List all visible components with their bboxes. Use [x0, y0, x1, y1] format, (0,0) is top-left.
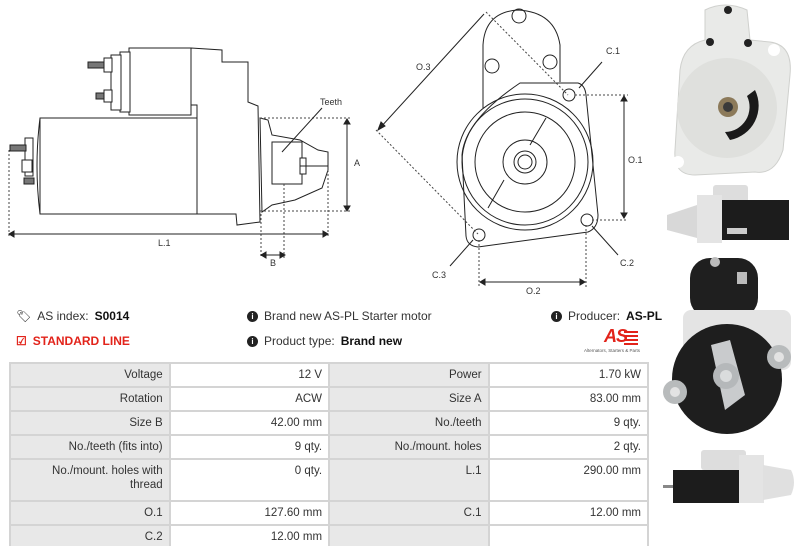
c1-label: C.1 — [606, 46, 621, 56]
standard-line-row: ☑ STANDARD LINE — [16, 334, 130, 348]
spec-value: 1.70 kW — [487, 362, 650, 388]
spec-value: 83.00 mm — [487, 386, 650, 412]
o2-label: O.2 — [526, 286, 541, 296]
info-icon: i — [247, 310, 258, 322]
front-view-drawing: O.3 C.1 O.1 C.2 C.3 O.2 — [370, 0, 660, 300]
spec-key: Power — [328, 362, 490, 388]
photo-rear-view — [663, 257, 791, 434]
table-row: C.2 12.00 mm — [9, 524, 650, 546]
spec-key — [328, 524, 490, 546]
producer-value: AS-PL — [626, 309, 663, 323]
spec-value: 127.60 mm — [168, 500, 331, 526]
photo-side-view — [667, 185, 789, 243]
spec-key: Size A — [328, 386, 490, 412]
spec-value: 12 V — [168, 362, 331, 388]
tags-icon: 🏷︎ — [16, 309, 32, 323]
spec-value: 0 qty. — [168, 458, 331, 502]
product-type-value: Brand new — [340, 334, 403, 348]
spec-value: 12.00 mm — [487, 500, 650, 526]
description-text: Brand new AS-PL Starter motor — [264, 309, 432, 323]
description-row: i Brand new AS-PL Starter motor — [247, 309, 432, 323]
c2-label: C.2 — [620, 258, 635, 268]
spec-key: No./teeth — [328, 410, 490, 436]
standard-line-label: STANDARD LINE — [32, 334, 130, 348]
size-b-label: B — [270, 258, 277, 268]
spec-value: 9 qty. — [168, 434, 331, 460]
product-photos — [655, 0, 800, 546]
as-index-row: 🏷︎ AS index: S0014 — [16, 309, 129, 323]
o1-label: O.1 — [628, 155, 643, 165]
side-view-drawing: Teeth A B L.1 — [0, 0, 370, 280]
spec-value: ACW — [168, 386, 331, 412]
size-a-label: A — [354, 158, 361, 168]
spec-key: Rotation — [9, 386, 171, 412]
table-row: No./teeth (fits into) 9 qty. No./mount. … — [9, 434, 650, 460]
table-row: Voltage 12 V Power 1.70 kW — [9, 362, 650, 388]
table-row: O.1 127.60 mm C.1 12.00 mm — [9, 500, 650, 526]
length-l1-label: L.1 — [158, 238, 171, 248]
spec-key: No./teeth (fits into) — [9, 434, 171, 460]
o3-label: O.3 — [416, 62, 431, 72]
spec-value: 2 qty. — [487, 434, 650, 460]
spec-value — [487, 524, 650, 546]
product-type-label: Product type: — [264, 334, 335, 348]
table-row: No./mount. holes with thread 0 qty. L.1 … — [9, 458, 650, 502]
producer-row: i Producer: AS-PL — [551, 309, 662, 323]
teeth-label: Teeth — [320, 97, 343, 107]
as-pl-logo: AS Alternators, Starters & Parts — [584, 326, 654, 358]
product-type-row: i Product type: Brand new — [247, 334, 402, 348]
info-icon: i — [247, 335, 258, 347]
table-row: Rotation ACW Size A 83.00 mm — [9, 386, 650, 412]
check-square-icon: ☑ — [16, 334, 27, 348]
photo-front-view — [672, 4, 791, 176]
logo-tagline: Alternators, Starters & Parts — [584, 348, 641, 353]
info-icon: i — [551, 310, 562, 322]
spec-key: L.1 — [328, 458, 490, 502]
producer-label: Producer: — [568, 309, 621, 323]
spec-value: 9 qty. — [487, 410, 650, 436]
logo-mark: AS — [604, 326, 628, 346]
table-row: Size B 42.00 mm No./teeth 9 qty. — [9, 410, 650, 436]
spec-key: C.1 — [328, 500, 490, 526]
photo-side-view-2 — [663, 450, 794, 503]
spec-key: No./mount. holes with thread — [9, 458, 171, 502]
spec-key: C.2 — [9, 524, 171, 546]
spec-key: Size B — [9, 410, 171, 436]
spec-value: 290.00 mm — [487, 458, 650, 502]
c3-label: C.3 — [432, 270, 447, 280]
spec-key: Voltage — [9, 362, 171, 388]
spec-value: 42.00 mm — [168, 410, 331, 436]
as-index-label: AS index: — [37, 309, 89, 323]
as-index-value: S0014 — [94, 309, 130, 323]
spec-key: O.1 — [9, 500, 171, 526]
specs-table: Voltage 12 V Power 1.70 kW Rotation ACW … — [9, 362, 650, 546]
spec-key: No./mount. holes — [328, 434, 490, 460]
spec-value: 12.00 mm — [168, 524, 331, 546]
